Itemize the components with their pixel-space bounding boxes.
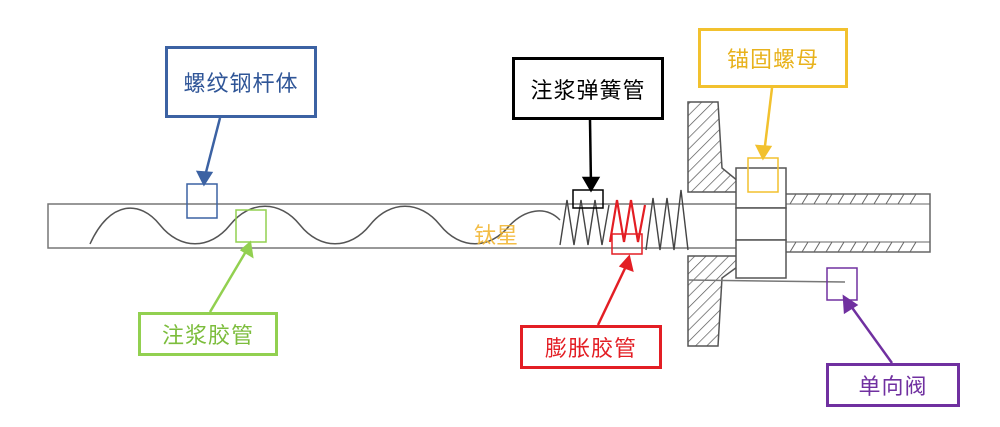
watermark: 钛星 — [474, 224, 519, 249]
label-grout-hose: 注浆胶管 — [138, 312, 278, 356]
valve-arrow — [846, 301, 894, 364]
expansion-highlight — [611, 233, 643, 255]
grout-spring-coils — [559, 189, 689, 251]
label-expansion-hose: 膨胀胶管 — [520, 325, 662, 369]
nut-arrow — [762, 87, 774, 155]
grout-hose-arrow — [208, 247, 250, 313]
callout-arrows — [195, 87, 894, 364]
label-anchor-nut: 锚固螺母 — [698, 28, 848, 88]
expansion-arrow — [596, 261, 630, 326]
spring-highlight — [572, 189, 604, 209]
rebar-arrow — [202, 117, 222, 181]
anchor-nut — [735, 167, 787, 279]
label-rebar-body: 螺纹钢杆体 — [165, 46, 317, 118]
spring-arrow — [588, 119, 593, 187]
grout-hose-wave — [89, 205, 561, 245]
valve-highlight — [826, 267, 858, 301]
label-grout-spring-tube: 注浆弹簧管 — [512, 57, 664, 120]
thread-marks — [789, 193, 917, 253]
label-check-valve: 单向阀 — [826, 363, 960, 407]
check-valve-line — [687, 279, 846, 283]
rebar-highlight — [186, 183, 218, 219]
expansion-hose-coils — [608, 199, 647, 243]
